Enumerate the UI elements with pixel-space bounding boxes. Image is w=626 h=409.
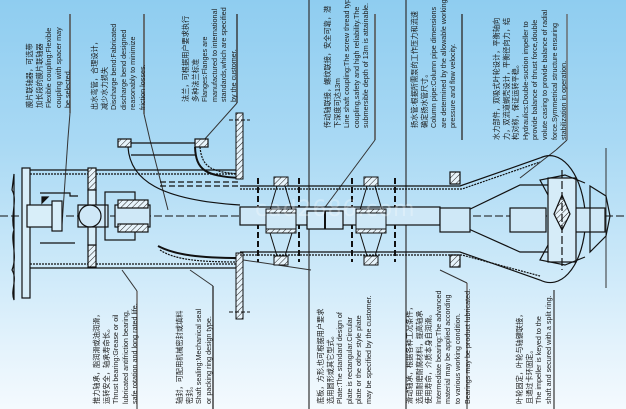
- annotation-hydraulics: 水力部件，双吸式叶轮设计，平衡轴向 力，双流道蜗壳设计，平衡径向力，结 构对称，…: [492, 9, 569, 140]
- watermark: cad2686.com: [255, 197, 416, 222]
- annotation-intermediate-bearing: 滑动轴承，根据各种工况条件， 选用耐磨耐腐材料，提高轴承 使用寿命，介质本身自润…: [405, 288, 472, 404]
- annotation-flanges: 法兰，可根据用户要求执行 多种法兰标准 Flanges:Flanges are …: [181, 7, 238, 102]
- annotation-shaft-sealing: 轴封，可配用机械密封或填料 密封。 Shaft sealing:Mechanic…: [175, 308, 213, 404]
- annotation-flexible-coupling: 膜片联轴器，可选带 加长段的膜片联轴器 Flexible coupling:Fl…: [25, 27, 73, 108]
- annotation-impeller: 叶轮固定，叶轮与轴键联接， 且通过卡环固定。 The impeller is k…: [515, 295, 553, 404]
- annotation-discharge-bend: 出水弯管，合理设计， 减少水力损失 Discharge bend:Fabrica…: [90, 23, 147, 110]
- discharge-bend: [117, 138, 241, 263]
- annotation-plate: 底板，方形,也可根据用户要求 选用圆形或其它型式。 Plate:The stan…: [316, 295, 373, 404]
- volute-casing: [430, 155, 606, 284]
- intermediate-bearing-1: [265, 176, 297, 266]
- shaft-coupling: [306, 210, 344, 230]
- base-plate: [229, 112, 250, 320]
- annotation-line-shaft-coupling: 传动轴联接，螺纹联接，安全可靠，潜 下深度可达13m Line shaft co…: [323, 0, 371, 128]
- impeller: [539, 170, 611, 270]
- intermediate-bearing-2: [355, 176, 387, 266]
- motor-stand: [11, 167, 240, 301]
- annotation-thrust-bearing: 推力轴承，脂润滑或油润滑， 运转安全，轴承寿命长。 Thrust bearing…: [92, 303, 140, 404]
- annotation-column-pipe: 扬水管:根据所需泵的工作压力和流速 确定扬水管尺寸。 Column pipe:C…: [410, 0, 458, 128]
